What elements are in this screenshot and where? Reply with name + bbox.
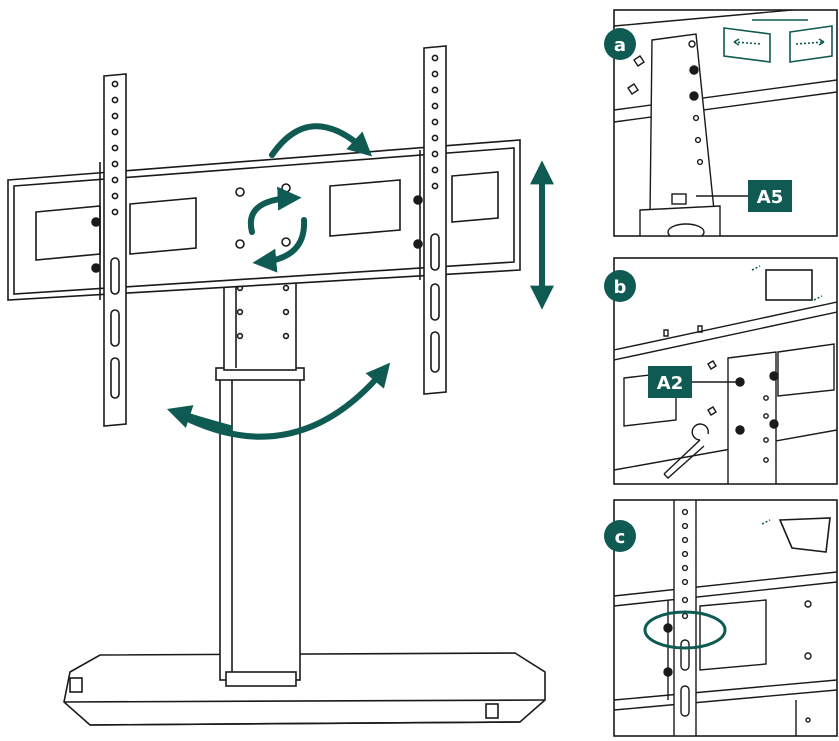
main-stand-illustration <box>7 45 546 726</box>
rotate-circular-arrow-top <box>247 186 302 235</box>
left-vertical-bracket <box>91 73 127 427</box>
panel-c-highlight-ellipse <box>643 610 727 650</box>
panel-a-part-label: A5 <box>696 180 792 212</box>
panel-b-letter-badge: b <box>604 270 636 302</box>
panel-c: c <box>604 499 838 737</box>
stand-base <box>63 652 546 726</box>
swivel-arrow-left <box>166 405 233 431</box>
rotate-circular-arrow-bottom <box>252 217 308 273</box>
panel-a: a A5 <box>604 9 838 237</box>
panel-b-letter: b <box>614 277 627 298</box>
panel-a-letter: a <box>614 35 626 56</box>
panel-b-part-label: A2 <box>648 366 738 398</box>
adjustment-arrows <box>166 123 554 440</box>
panel-c-tilt-icon <box>761 517 831 553</box>
swivel-arrow <box>187 362 391 440</box>
panel-a-expand-icon <box>723 19 833 63</box>
stand-column <box>215 259 305 687</box>
part-label-a2: A2 <box>657 373 683 394</box>
panel-b: b A2 <box>604 257 838 485</box>
panel-a-letter-badge: a <box>604 28 636 60</box>
panel-c-letter: c <box>615 527 626 548</box>
panel-c-letter-badge: c <box>604 520 636 552</box>
rotate-tilt-arrow <box>269 123 373 158</box>
panel-b-attach-icon <box>751 265 823 301</box>
part-label-a5: A5 <box>757 187 783 208</box>
right-vertical-bracket <box>413 45 447 395</box>
